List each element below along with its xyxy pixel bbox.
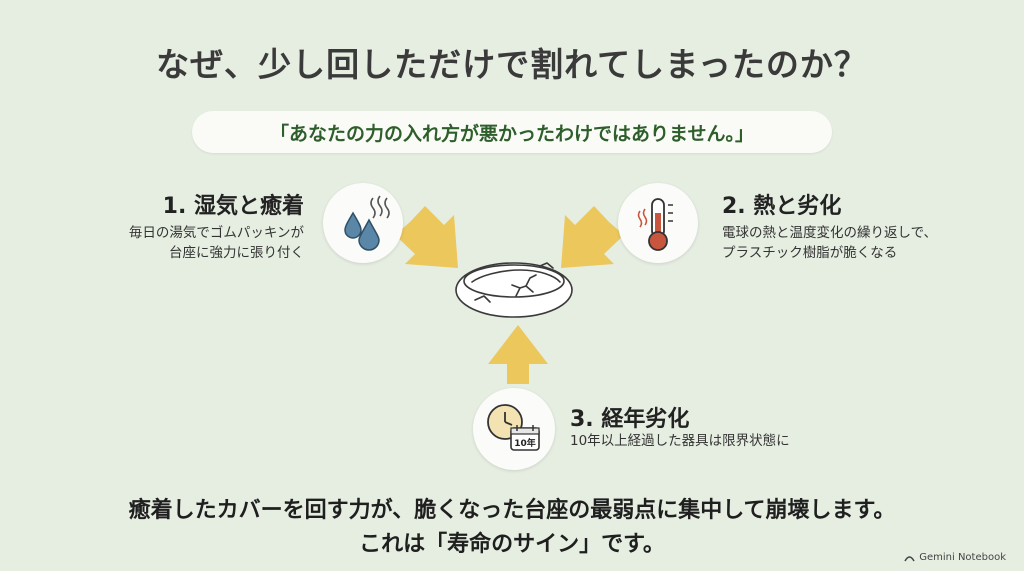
thermometer-icon (637, 198, 673, 251)
factor-3-line-1: 10年以上経過した器具は限界状態に (570, 433, 790, 449)
subtitle-text: 「あなたの力の入れ方が悪かったわけではありません。」 (270, 122, 754, 145)
arrow-from-humidity (395, 206, 458, 268)
subtitle-banner: 「あなたの力の入れ方が悪かったわけではありません。」 (192, 111, 832, 153)
factor-3-heading: 3. 経年劣化 (570, 407, 690, 432)
water-drops-icon (344, 195, 390, 251)
clock-calendar-icon: 10年 (487, 404, 540, 451)
heat-icon-circle (618, 183, 698, 263)
calendar-label: 10年 (514, 437, 536, 449)
factor-1-description: 毎日の湯気でゴムパッキンが 台座に強力に張り付く (129, 223, 304, 263)
factor-1-line-2: 台座に強力に張り付く (169, 245, 304, 261)
factor-2-line-2: プラスチック樹脂が脆くなる (722, 245, 898, 261)
factor-2-line-1: 電球の熱と温度変化の繰り返しで、 (722, 225, 938, 241)
factor-3-description: 10年以上経過した器具は限界状態に (570, 431, 790, 451)
cracked-fixture-icon (455, 262, 573, 318)
conclusion-line-2: これは「寿命のサイン」です。 (359, 532, 665, 557)
aging-icon-circle: 10年 (473, 388, 555, 470)
arrow-from-aging (488, 325, 548, 384)
page-title: なぜ、少し回しただけで割れてしまったのか？ (156, 45, 868, 84)
brand-label: Gemini Notebook (919, 552, 1006, 563)
factor-1-line-1: 毎日の湯気でゴムパッキンが (128, 225, 304, 241)
factor-2-heading: 2. 熱と劣化 (722, 194, 842, 219)
arrow-from-heat (561, 206, 624, 268)
brand-mark: Gemini Notebook (904, 552, 1006, 563)
notebook-logo-icon (904, 555, 915, 561)
humidity-icon-circle (323, 183, 403, 263)
factor-1-heading: 1. 湿気と癒着 (162, 194, 304, 219)
factor-2-description: 電球の熱と温度変化の繰り返しで、 プラスチック樹脂が脆くなる (722, 223, 937, 263)
conclusion-line-1: 癒着したカバーを回す力が、脆くなった台座の最弱点に集中して崩壊します。 (128, 498, 896, 523)
